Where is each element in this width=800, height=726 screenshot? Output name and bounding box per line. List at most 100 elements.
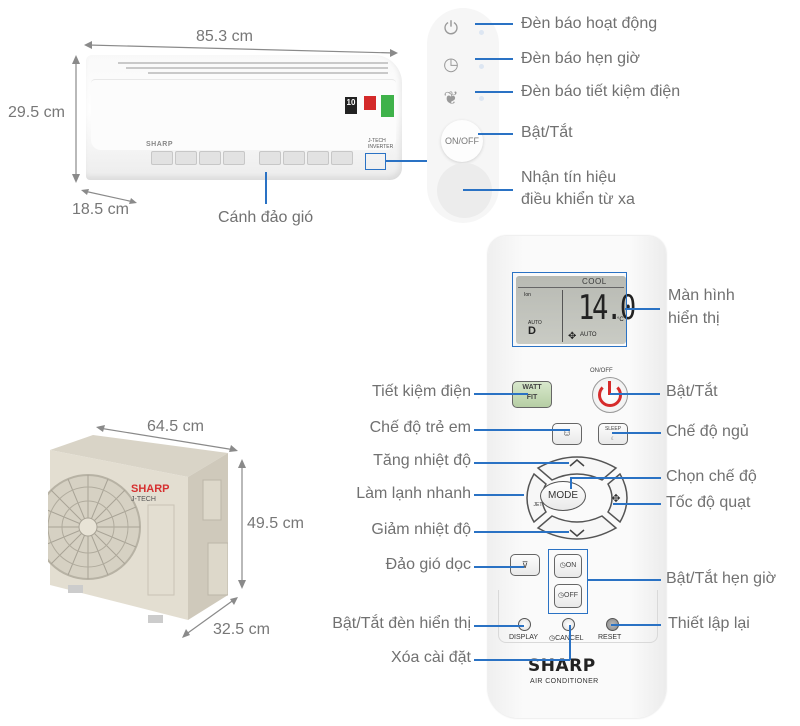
label-watt-fit: Tiết kiệm điện <box>372 383 471 400</box>
outdoor-height-label: 49.5 cm <box>247 515 304 532</box>
timer-on-label: ON <box>565 562 577 569</box>
callout-line <box>474 566 524 568</box>
outdoor-depth-label: 32.5 cm <box>213 621 270 638</box>
callout-line <box>612 432 661 434</box>
label-temp-up: Tăng nhiệt độ <box>373 452 471 469</box>
japan-quality-badge <box>364 96 376 110</box>
svg-text:✥: ✥ <box>611 493 620 505</box>
receiver-callout-line <box>385 160 429 162</box>
callout-line <box>571 477 661 479</box>
power-icon: ⏻ <box>443 18 459 38</box>
label-temp-down: Giảm nhiệt độ <box>371 521 471 538</box>
reset-caption: RESET <box>598 634 622 641</box>
callout-line <box>474 429 570 431</box>
watt-fit-label-1: WATT <box>522 384 542 391</box>
indoor-depth-label: 18.5 cm <box>72 201 129 218</box>
indoor-series-logo: J-TECH INVERTER <box>368 138 394 150</box>
moon-icon: ☾ <box>610 436 616 442</box>
callout-line <box>478 133 513 135</box>
outdoor-depth-arrow <box>182 597 238 638</box>
outdoor-series-logo: J-TECH <box>131 496 156 503</box>
mode-button[interactable]: MODE <box>540 481 586 511</box>
remote-receiver <box>437 163 492 218</box>
outdoor-width-label: 64.5 cm <box>147 418 204 435</box>
lcd-left-mode: D <box>528 325 536 337</box>
outdoor-width-arrow <box>96 425 238 452</box>
callout-line <box>463 189 513 191</box>
outdoor-brand-logo: SHARP <box>131 483 170 495</box>
panel-on-off-button[interactable]: ON/OFF <box>441 120 483 162</box>
timer-off-button[interactable]: ◷OFF <box>554 584 582 608</box>
callout-line <box>570 477 572 489</box>
callout-line <box>475 91 513 93</box>
watt-fit-button[interactable]: WATT FIT <box>512 381 552 408</box>
receiver-highlight-box <box>365 153 386 170</box>
indoor-unit-image: 10 SHARP J-TECH INVERTER <box>86 55 402 183</box>
sleep-button[interactable]: SLEEP☾ <box>598 423 628 445</box>
label-reset: Thiết lập lại <box>668 615 750 632</box>
width-dimension-arrow <box>84 41 398 57</box>
cancel-caption: ◷CANCEL <box>549 634 584 642</box>
panel-label-onoff: Bật/Tắt <box>521 124 573 141</box>
indoor-height-label: 29.5 cm <box>8 104 65 121</box>
indoor-brand-logo: SHARP <box>146 141 174 148</box>
svg-text:JET: JET <box>534 502 543 508</box>
label-fan-speed: Tốc độ quạt <box>666 494 751 511</box>
label-cancel: Xóa cài đặt <box>390 649 471 666</box>
label-child-mode: Chế độ trẻ em <box>369 419 471 436</box>
lcd-ion: Ion <box>524 292 531 298</box>
timer-on-button[interactable]: ◷ON <box>554 554 582 578</box>
child-mode-button[interactable]: ☺ <box>552 423 582 445</box>
cancel-button[interactable] <box>562 618 575 631</box>
label-mode: Chọn chế độ <box>666 468 757 485</box>
callout-line <box>475 23 513 25</box>
energy-label-badge <box>381 95 394 117</box>
label-power: Bật/Tắt <box>666 383 718 400</box>
indicator-panel: ⏻ ◷ ❦ ON/OFF <box>427 8 499 223</box>
temp-down-button[interactable] <box>536 515 618 540</box>
callout-line <box>613 503 661 505</box>
label-sleep: Chế độ ngủ <box>666 423 749 440</box>
panel-label-eco: Đèn báo tiết kiệm điện <box>521 83 681 100</box>
leaf-icon: ❦ <box>443 88 459 108</box>
watt-fit-label-2: FIT <box>526 394 538 401</box>
panel-label-receiver-1: Nhận tín hiệu <box>521 169 617 186</box>
height-dimension-arrow <box>72 55 80 183</box>
display-caption: DISPLAY <box>509 634 539 641</box>
display-highlight-box <box>512 272 627 347</box>
panel-label-timer: Đèn báo hẹn giờ <box>521 50 641 67</box>
power-button[interactable] <box>592 377 628 413</box>
eco-led <box>479 96 484 101</box>
callout-line <box>475 58 513 60</box>
lcd-unit: °C <box>617 317 624 323</box>
callout-line <box>474 462 569 464</box>
panel-label-receiver-2: điều khiển từ xa <box>521 191 635 208</box>
timer-off-label: OFF <box>564 592 579 599</box>
swing-button[interactable]: ⊽ <box>510 554 540 576</box>
indoor-width-label: 85.3 cm <box>196 28 253 45</box>
power-led <box>479 30 484 35</box>
label-swing: Đảo gió dọc <box>385 556 471 573</box>
fan-icon: ✥ <box>568 331 577 342</box>
depth-dimension-arrow <box>81 189 137 204</box>
label-display: Bật/Tắt đèn hiển thị <box>332 615 471 632</box>
callout-line <box>587 579 661 581</box>
label-timer: Bật/Tắt hẹn giờ <box>666 570 777 587</box>
callout-line <box>610 393 660 395</box>
label-screen-2: hiển thị <box>668 310 720 327</box>
lcd-auto-left: AUTO <box>528 320 542 326</box>
air-vanes <box>151 149 381 167</box>
vane-label: Cánh đảo gió <box>218 209 314 226</box>
display-button[interactable] <box>518 618 531 631</box>
outdoor-unit-image: SHARP J-TECH <box>35 435 229 625</box>
timer-highlight-box <box>548 549 588 614</box>
fan-speed-button[interactable] <box>607 472 628 524</box>
remote-subtitle: AIR CONDITIONER <box>530 678 599 685</box>
timer-led <box>479 64 484 69</box>
callout-line <box>611 624 661 626</box>
label-screen-1: Màn hình <box>668 287 735 304</box>
lcd-fan-auto: AUTO <box>580 332 597 338</box>
button-base-panel <box>498 590 658 643</box>
clock-icon: ◷ <box>443 54 459 74</box>
panel-label-power: Đèn báo hoạt động <box>521 15 658 32</box>
